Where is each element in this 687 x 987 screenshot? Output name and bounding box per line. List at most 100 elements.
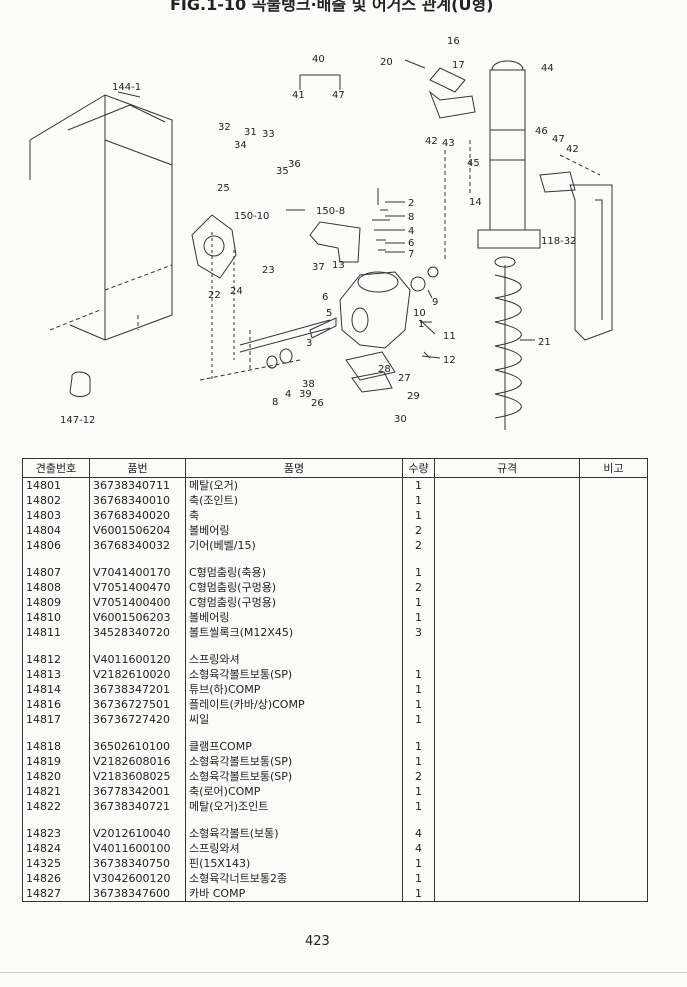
cell-part-no: V4011600100 <box>89 841 186 856</box>
svg-text:7: 7 <box>408 249 414 260</box>
cell-quantity: 3 <box>402 625 435 640</box>
cell-remarks <box>579 667 648 682</box>
cell-part-no: V4011600120 <box>89 652 186 667</box>
cell-quantity <box>402 553 435 565</box>
cell-spec <box>434 538 580 553</box>
svg-text:43: 43 <box>442 138 455 149</box>
cell-index-no: 14812 <box>22 652 90 667</box>
cell-remarks <box>579 871 648 886</box>
cell-spec <box>434 667 580 682</box>
cell-spec <box>434 565 580 580</box>
cell-part-name: 스프링와셔 <box>185 841 403 856</box>
cell-part-no: 36738340721 <box>89 799 186 814</box>
cell-remarks <box>579 826 648 841</box>
cell-quantity <box>402 727 435 739</box>
header-quantity: 수량 <box>402 458 435 478</box>
cell-spec <box>434 595 580 610</box>
cell-part-no: 36736727420 <box>89 712 186 727</box>
cell-part-name: 메탈(오거)조인트 <box>185 799 403 814</box>
cell-quantity: 1 <box>402 667 435 682</box>
svg-text:42: 42 <box>425 136 438 147</box>
flange-plate <box>191 214 237 279</box>
cell-remarks <box>579 625 648 640</box>
cell-spec <box>434 508 580 523</box>
cell-remarks <box>579 493 648 508</box>
cell-part-no <box>89 553 186 565</box>
svg-text:147-12: 147-12 <box>60 415 95 426</box>
cell-part-name: 핀(15X143) <box>185 856 403 871</box>
svg-text:6: 6 <box>322 292 328 303</box>
cell-remarks <box>579 856 648 871</box>
svg-text:6: 6 <box>408 238 414 249</box>
cell-remarks <box>579 477 648 493</box>
cell-quantity <box>402 640 435 652</box>
header-part-no: 품번 <box>89 458 186 478</box>
exploded-parts-diagram: 144-1 32 31 33 34 35 36 25 150-10 150-8 … <box>29 36 613 430</box>
cell-index-no: 14820 <box>22 769 90 784</box>
cell-index-no: 14810 <box>22 610 90 625</box>
cell-part-no <box>89 727 186 739</box>
svg-text:34: 34 <box>234 140 247 151</box>
cell-part-no: V2012610040 <box>89 826 186 841</box>
cell-quantity: 1 <box>402 784 435 799</box>
cell-index-no: 14816 <box>22 697 90 712</box>
svg-text:40: 40 <box>312 54 325 65</box>
cell-remarks <box>579 652 648 667</box>
cell-index-no: 14821 <box>22 784 90 799</box>
cell-remarks <box>579 739 648 754</box>
cell-part-name: 축(로어)COMP <box>185 784 403 799</box>
gearbox-housing <box>339 271 411 349</box>
cell-index-no <box>22 553 90 565</box>
cell-remarks <box>579 697 648 712</box>
cell-part-name: 소형육각볼트보통(SP) <box>185 667 403 682</box>
cell-remarks <box>579 814 648 826</box>
svg-text:17: 17 <box>452 60 465 71</box>
cell-quantity: 1 <box>402 595 435 610</box>
cell-spec <box>434 826 580 841</box>
svg-text:16: 16 <box>447 36 460 47</box>
cell-part-name: 축 <box>185 508 403 523</box>
cell-quantity: 1 <box>402 565 435 580</box>
cell-quantity: 1 <box>402 886 435 902</box>
cell-index-no: 14802 <box>22 493 90 508</box>
svg-text:41: 41 <box>292 90 305 101</box>
cell-part-name <box>185 640 403 652</box>
cell-spec <box>434 625 580 640</box>
cell-spec <box>434 477 580 493</box>
svg-text:24: 24 <box>230 286 243 297</box>
cell-part-name: 볼베어링 <box>185 610 403 625</box>
cell-quantity: 2 <box>402 523 435 538</box>
cell-remarks <box>579 841 648 856</box>
cell-part-no: V2182610020 <box>89 667 186 682</box>
svg-text:21: 21 <box>538 337 551 348</box>
page-number: 423 <box>305 934 330 949</box>
cell-index-no: 14813 <box>22 667 90 682</box>
cell-part-name: C형멈춤링(구멍용) <box>185 580 403 595</box>
cell-quantity: 1 <box>402 493 435 508</box>
cell-part-no: 36736727501 <box>89 697 186 712</box>
cell-index-no: 14803 <box>22 508 90 523</box>
cell-part-no: 36738340711 <box>89 477 186 493</box>
auger-screw <box>494 265 522 430</box>
cell-remarks <box>579 754 648 769</box>
cell-part-name <box>185 727 403 739</box>
cell-index-no <box>22 814 90 826</box>
cell-part-name: 튜브(하)COMP <box>185 682 403 697</box>
cell-remarks <box>579 799 648 814</box>
cell-remarks <box>579 682 648 697</box>
cell-spec <box>434 652 580 667</box>
cell-quantity: 1 <box>402 508 435 523</box>
cell-part-name: 소형육각볼트보통(SP) <box>185 754 403 769</box>
cell-part-no: V7041400170 <box>89 565 186 580</box>
cell-part-no: V7051400470 <box>89 580 186 595</box>
svg-text:150-10: 150-10 <box>234 211 269 222</box>
